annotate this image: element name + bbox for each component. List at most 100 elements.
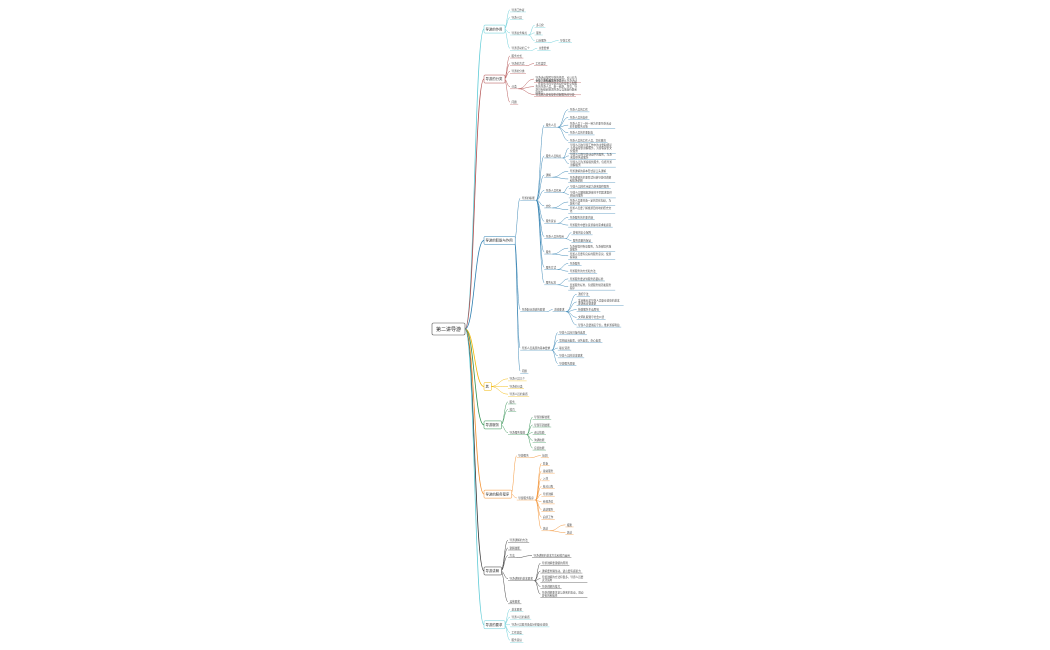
topic-node[interactable]: 导游人员的作用 xyxy=(544,235,566,239)
topic-node[interactable]: 导游讲解的基本方法和技巧运用 xyxy=(532,554,572,558)
topic-node[interactable]: 服务 xyxy=(544,250,553,255)
topic-node[interactable]: 导游服务的方式和方法 xyxy=(568,269,598,274)
branch-node[interactable]: 导游的服务程序 xyxy=(483,489,513,499)
topic-node[interactable]: 多元化 xyxy=(534,23,546,28)
topic-node[interactable]: 导游人员的工作人员，文化教育 xyxy=(568,138,608,143)
topic-node[interactable]: 讲解技能 xyxy=(508,546,522,551)
topic-node[interactable]: 问题 xyxy=(510,100,519,105)
topic-node[interactable]: 导游活动的三个 xyxy=(510,46,532,51)
topic-node[interactable]: 主要要求 xyxy=(537,46,551,51)
topic-node[interactable]: 口头服务 xyxy=(534,39,548,43)
topic-node[interactable]: 导游人员在导游活动中的服务，为游客提供各项服务 xyxy=(568,152,616,160)
topic-node[interactable]: 导游讲解的技巧 xyxy=(540,584,562,589)
topic-node[interactable]: 参观游览 xyxy=(541,500,555,505)
topic-node[interactable]: 导游的分类 xyxy=(510,69,526,74)
topic-node[interactable]: 服务 xyxy=(534,31,543,36)
topic-node[interactable]: 导游讲解要遵循的原则 xyxy=(540,561,570,566)
branch-node[interactable]: 导游的职能与作用 xyxy=(483,236,516,245)
topic-node[interactable]: 导游人员 xyxy=(510,15,524,20)
topic-node[interactable]: 沟通技能 xyxy=(532,438,546,443)
topic-node[interactable]: 导游服务质量 xyxy=(557,361,577,366)
topic-node[interactable]: 导游人员三个 xyxy=(508,377,527,382)
topic-node[interactable]: 问题 xyxy=(520,369,529,374)
topic-node[interactable]: 导游人员作用 xyxy=(544,188,563,193)
topic-node[interactable]: 导游人员要诚实守信，维护游客利益 xyxy=(576,323,622,328)
topic-node[interactable]: 导游业务特点 xyxy=(510,31,529,36)
topic-node[interactable]: 导游服务要达到服务质量标准 xyxy=(568,277,605,282)
topic-node[interactable]: 后续工作 xyxy=(541,515,555,520)
topic-node[interactable]: 服务标准 xyxy=(544,281,558,285)
topic-node[interactable]: 工作态度 xyxy=(510,630,524,635)
topic-node[interactable]: 导游人员要具备良好的职业道德 xyxy=(510,623,550,628)
topic-node[interactable]: 服务方式 xyxy=(544,265,558,270)
topic-node[interactable]: 服务意识 xyxy=(510,638,524,643)
topic-node[interactable]: 游客的安全保障 xyxy=(571,231,593,236)
topic-node[interactable]: 导游人员的素质 xyxy=(510,615,532,620)
topic-node[interactable]: 服务方式 xyxy=(510,54,524,59)
branch-node[interactable]: 导游的作用 xyxy=(483,24,506,34)
topic-node[interactable]: 思想政治素质，业务素质，身心素质 xyxy=(557,338,603,343)
topic-node[interactable]: 文化 xyxy=(544,204,553,209)
branch-node[interactable]: 导游服务 xyxy=(483,420,502,430)
topic-node[interactable]: 讲解 xyxy=(544,173,553,178)
topic-node[interactable]: 导游的分类 xyxy=(508,384,524,389)
topic-node[interactable]: 导游讲解的基本形式是口头讲解 xyxy=(568,169,608,174)
branch-node[interactable]: 导游的要求 xyxy=(483,620,506,630)
topic-node[interactable]: 接团 xyxy=(540,454,549,458)
topic-node[interactable]: 准备 xyxy=(541,461,550,466)
topic-node[interactable]: 核对日程 xyxy=(541,484,555,489)
topic-node[interactable]: 导游工作 xyxy=(558,39,572,43)
topic-node[interactable]: 遵纪守法 xyxy=(576,292,590,297)
topic-node[interactable]: 讲解要准确生动，语言要有感染力 xyxy=(540,569,583,574)
topic-node[interactable]: 导游服务中要注意游客的需求和感受 xyxy=(568,223,613,228)
topic-node[interactable]: 导游带团技能 xyxy=(532,423,552,428)
topic-node[interactable]: 基本要求 xyxy=(510,607,524,612)
topic-node[interactable]: 工作类型 xyxy=(534,62,548,66)
branch-node[interactable]: 导游讲解 xyxy=(483,566,502,576)
topic-node[interactable]: 导游人员应具备的素质 xyxy=(557,331,587,335)
topic-node[interactable]: 导游讲解 xyxy=(541,492,555,497)
topic-node[interactable]: 导游人员的主要职责 xyxy=(568,131,595,136)
topic-node[interactable]: 导游人员的素质 xyxy=(508,392,530,397)
topic-node[interactable]: 全陪、地陪和景点导游，从导游活动，在跨省市的导游活动中提供全程服务的导游人员，由… xyxy=(534,79,581,95)
topic-node[interactable]: 道德要求 xyxy=(552,308,566,312)
topic-node[interactable]: 总结 xyxy=(565,530,574,535)
branch-node[interactable]: 导游的分类 xyxy=(483,74,506,84)
topic-node[interactable]: 其他要求 xyxy=(508,600,522,604)
topic-node[interactable]: 总结 xyxy=(541,527,550,531)
topic-node[interactable]: 方法 xyxy=(508,554,517,558)
topic-node[interactable]: 入住 xyxy=(541,477,550,482)
topic-node[interactable]: 导游人员的工作 xyxy=(568,108,590,113)
topic-node[interactable]: 报账 xyxy=(565,523,574,528)
topic-node[interactable]: 服务意识 xyxy=(544,219,558,224)
topic-node[interactable]: 导游人员的责任 xyxy=(568,115,590,120)
topic-node[interactable]: 送站服务 xyxy=(541,507,555,512)
topic-node[interactable]: 服务人员特点 xyxy=(544,154,563,159)
topic-node[interactable]: 导游讲解的方法 xyxy=(508,538,530,543)
topic-node[interactable]: 导游的方式 xyxy=(510,62,526,66)
topic-node[interactable]: 导游服务 xyxy=(516,454,531,458)
topic-node[interactable]: 热情服务主动周到 xyxy=(576,308,601,312)
topic-node[interactable]: 服务质量的保证 xyxy=(571,238,593,243)
topic-node[interactable]: 导游工作者 xyxy=(510,8,526,13)
topic-node[interactable]: 导游讲解技能 xyxy=(532,415,552,420)
topic-node[interactable]: 导游人员的基本要求 xyxy=(557,354,585,359)
topic-node[interactable]: 在当地为游客提供讲解服务的导游 xyxy=(534,92,576,97)
topic-node[interactable]: 服务 xyxy=(508,400,517,405)
topic-node[interactable]: 职业道德 xyxy=(557,346,572,351)
topic-node[interactable]: 语言技能 xyxy=(532,431,546,435)
topic-node[interactable]: 服务人员 xyxy=(544,123,558,128)
topic-node[interactable]: 导游服务程序 xyxy=(516,496,536,501)
